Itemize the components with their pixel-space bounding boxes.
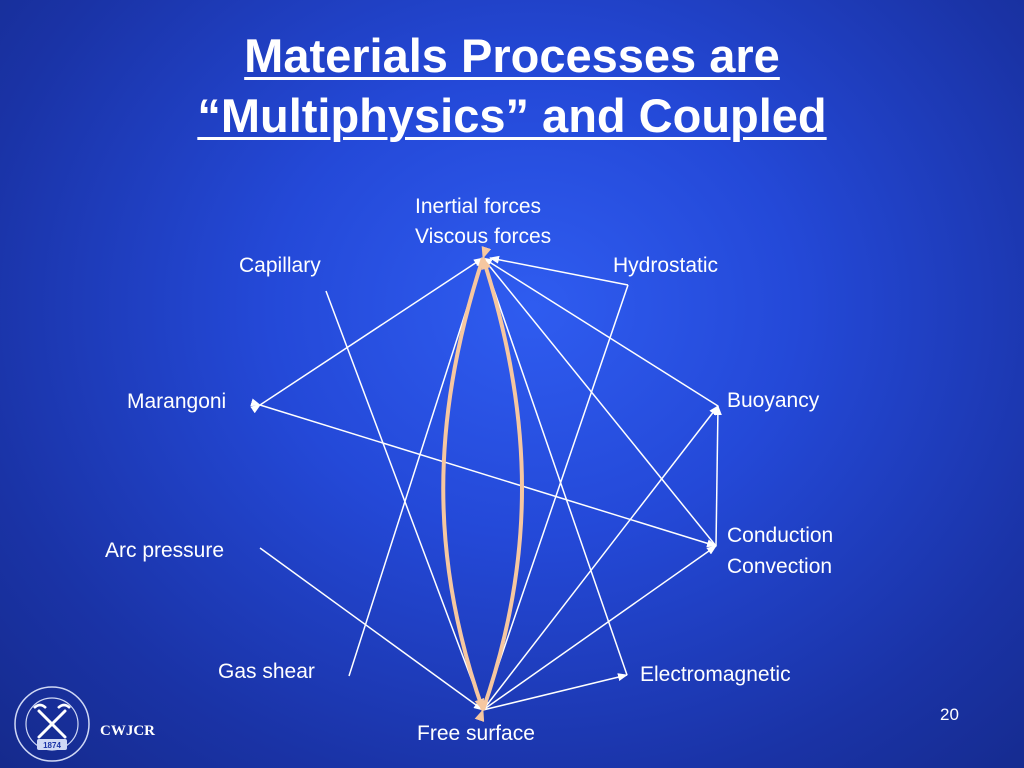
- node-electromagnetic: Electromagnetic: [640, 663, 791, 686]
- connection-free-surface-electromagnetic: [482, 673, 628, 711]
- node-conduction: Conduction: [727, 524, 834, 547]
- connection-hydrostatic-free-surface: [482, 284, 629, 711]
- connection-inertial-free-surface: [441, 245, 492, 711]
- title-line-2: “Multiphysics” and Coupled: [197, 89, 827, 142]
- node-marangoni: Marangoni: [127, 390, 227, 413]
- connection-electromagnetic-inertial: [482, 257, 628, 676]
- node-hydrostatic: Hydrostatic: [613, 254, 719, 277]
- connection-conduction-inertial: [482, 257, 717, 547]
- page-number: 20: [940, 705, 959, 724]
- connection-marangoni-inertial: [250, 257, 484, 414]
- node-inertial-forces: Inertial forces: [415, 195, 542, 218]
- connection-conduction-buoyancy: [713, 405, 722, 547]
- connection-marangoni-conduction: [250, 398, 717, 548]
- connection-gas-shear-inertial: [348, 257, 485, 677]
- title-line-1: Materials Processes are: [244, 29, 780, 82]
- connection-free-surface-conduction: [482, 545, 717, 711]
- node-free-surface: Free surface: [417, 722, 535, 745]
- node-arc-pressure: Arc pressure: [105, 539, 225, 562]
- connection-arc-pressure-free-surface: [259, 547, 484, 711]
- connection-hydrostatic-inertial: [489, 255, 629, 286]
- org-label: CWJCR: [100, 723, 155, 739]
- node-capillary: Capillary: [239, 254, 321, 277]
- node-convection: Convection: [727, 555, 833, 578]
- seal-year: 1874: [43, 741, 61, 750]
- school-of-mines-seal: 1874: [14, 686, 90, 762]
- node-buoyancy: Buoyancy: [727, 389, 820, 412]
- connection-free-surface-buoyancy: [482, 405, 719, 711]
- connection-inertial-free-surface: [474, 257, 524, 723]
- connection-buoyancy-inertial: [482, 257, 719, 407]
- slide-title: Materials Processes are “Multiphysics” a…: [0, 26, 1024, 146]
- node-viscous-forces: Viscous forces: [415, 225, 552, 248]
- node-gas-shear: Gas shear: [218, 660, 315, 683]
